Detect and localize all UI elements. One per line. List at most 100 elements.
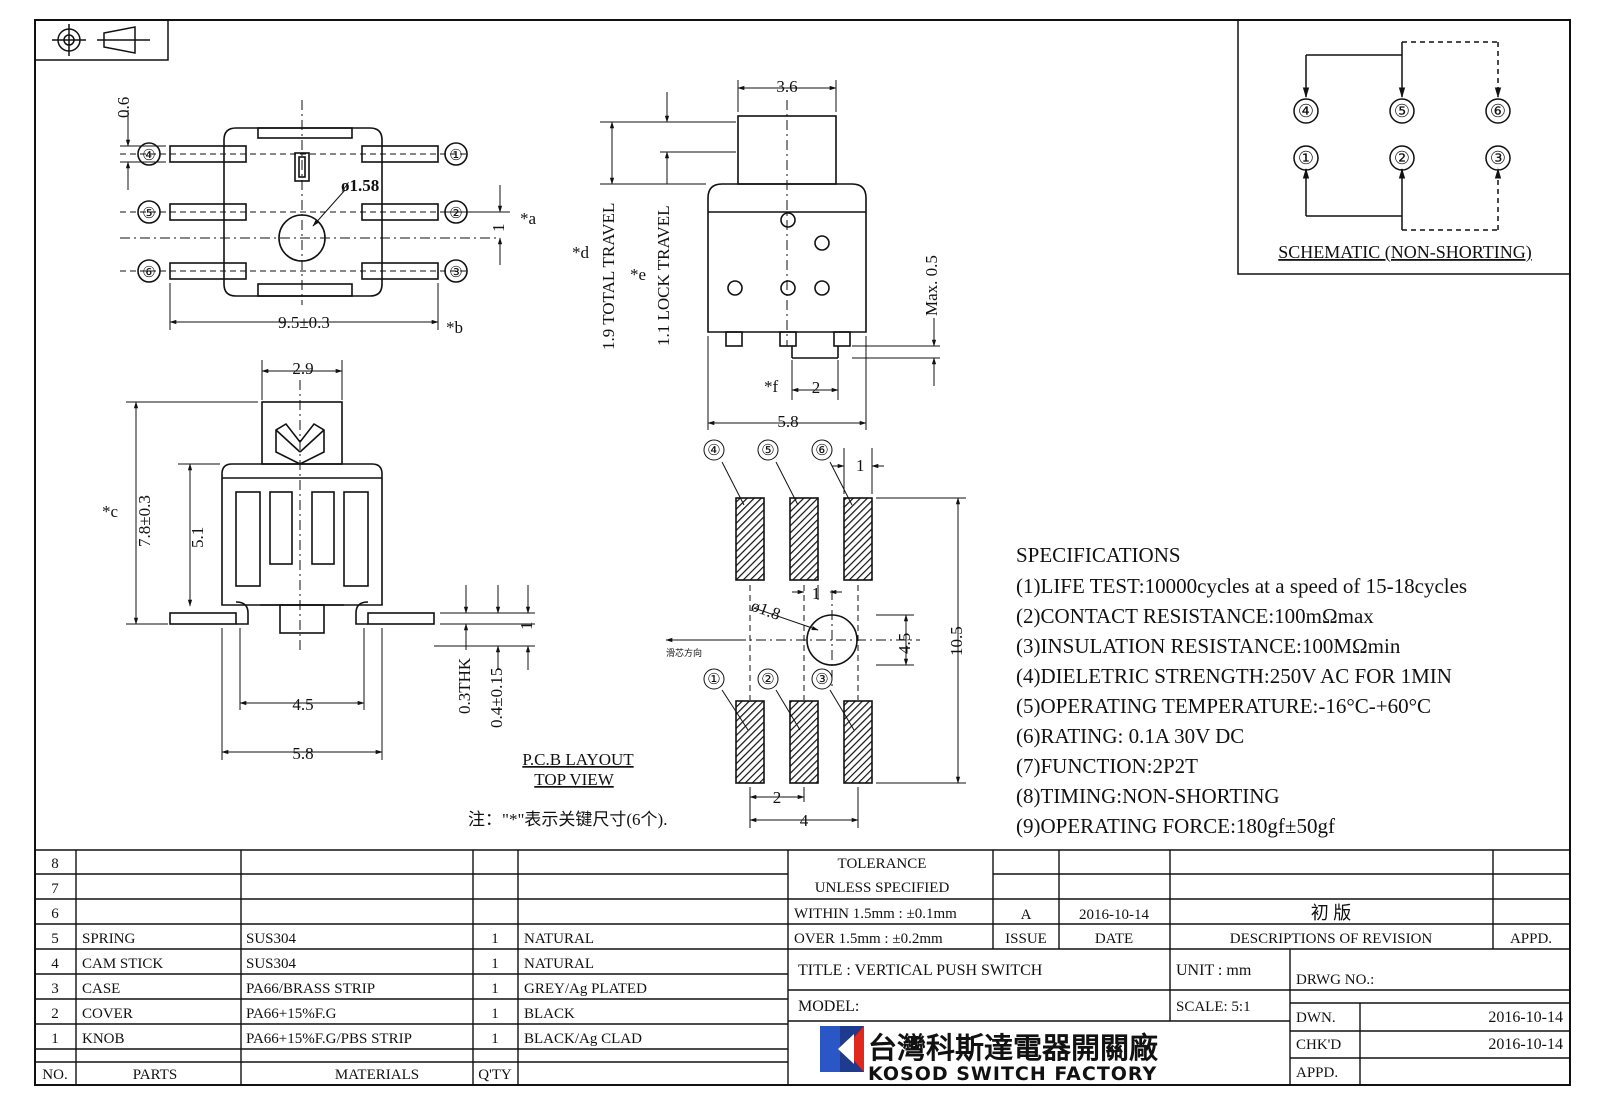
key-dimension-note: 注："*"表示关键尺寸(6个). bbox=[468, 810, 667, 829]
bom-row-material: PA66/BRASS STRIP bbox=[246, 981, 375, 997]
bom-row-material: PA66+15%F.G/PBS STRIP bbox=[246, 1031, 412, 1047]
drawing-number-label: DRWG NO.: bbox=[1296, 972, 1374, 988]
bom-row-no: 5 bbox=[51, 931, 59, 947]
spec-item: (9)OPERATING FORCE:180gf±50gf bbox=[1016, 814, 1335, 838]
bom-row-material: PA66+15%F.G bbox=[246, 1006, 337, 1022]
bom-header-parts: PARTS bbox=[133, 1067, 177, 1083]
bom-header-materials: MATERIALS bbox=[335, 1067, 419, 1083]
tolerance-subtitle: UNLESS SPECIFIED bbox=[815, 880, 950, 896]
bom-row-finish: BLACK/Ag CLAD bbox=[524, 1031, 642, 1047]
chkd-label: CHK'D bbox=[1296, 1037, 1341, 1053]
pcb-dim-hole: ø1.8 bbox=[749, 596, 783, 624]
unit: UNIT : mm bbox=[1176, 962, 1252, 979]
dim-1-top: 1 bbox=[489, 224, 508, 233]
bom-row-material: SUS304 bbox=[246, 931, 297, 947]
bom-row-material: SUS304 bbox=[246, 956, 297, 972]
specifications: SPECIFICATIONS (1)LIFE TEST:10000cycles … bbox=[1016, 543, 1467, 838]
revision-issue: A bbox=[1021, 907, 1032, 923]
spec-item: (2)CONTACT RESISTANCE:100mΩmax bbox=[1016, 604, 1374, 628]
bom-row-no: 1 bbox=[51, 1031, 59, 1047]
dim-thk: 0.3THK bbox=[455, 657, 474, 714]
dwn-date: 2016-10-14 bbox=[1488, 1009, 1563, 1026]
dim-3-6: 3.6 bbox=[776, 77, 797, 96]
pin-label: ① bbox=[1298, 148, 1314, 168]
company-name-en: KOSOD SWITCH FACTORY bbox=[868, 1063, 1157, 1085]
pin-label: ① bbox=[449, 148, 462, 164]
dim-0-6: 0.6 bbox=[114, 97, 133, 118]
spec-item: (6)RATING: 0.1A 30V DC bbox=[1016, 724, 1244, 748]
bom-row-qty: 1 bbox=[491, 931, 499, 947]
bom-row-qty: 1 bbox=[491, 1031, 499, 1047]
pcb-dim-4-5: 4.5 bbox=[895, 633, 914, 654]
dwn-label: DWN. bbox=[1296, 1010, 1336, 1026]
tolerance-block: TOLERANCE UNLESS SPECIFIED WITHIN 1.5mm … bbox=[794, 856, 957, 947]
dim-5-1: 5.1 bbox=[188, 527, 207, 548]
bom-row-qty: 1 bbox=[491, 981, 499, 997]
pcb-dim-4: 4 bbox=[800, 811, 809, 830]
top-view bbox=[120, 100, 510, 330]
bom-row-no: 4 bbox=[51, 956, 59, 972]
pin-label: ⑥ bbox=[142, 265, 155, 281]
drawing-title: TITLE : VERTICAL PUSH SWITCH bbox=[798, 962, 1043, 979]
pcb-dim-1-mid: 1 bbox=[812, 584, 821, 603]
bom-row-no: 2 bbox=[51, 1006, 59, 1022]
pcb-dim-1-top: 1 bbox=[856, 456, 865, 475]
pin-label: ④ bbox=[142, 148, 155, 164]
pin-label: ⑤ bbox=[1394, 101, 1410, 121]
tolerance-over: OVER 1.5mm : ±0.2mm bbox=[794, 931, 943, 947]
appd-label: APPD. bbox=[1296, 1065, 1338, 1081]
pin-label: ④ bbox=[707, 443, 720, 459]
mark-f: *f bbox=[764, 377, 779, 396]
pcb-layout-title: P.C.B LAYOUT bbox=[522, 750, 634, 769]
sheet-border bbox=[34, 19, 1571, 1086]
dim-5-8-side: 5.8 bbox=[777, 412, 798, 431]
revision-header-issue: ISSUE bbox=[1005, 931, 1047, 947]
pin-label: ⑤ bbox=[142, 206, 155, 222]
bom-row-no: 6 bbox=[51, 906, 59, 922]
bill-of-materials: 8 7 6 5 SPRING SUS304 1 NATURAL 4 CAM ST… bbox=[42, 856, 647, 1083]
pcb-layout-subtitle: TOP VIEW bbox=[534, 770, 614, 789]
pcb-dim-10-5: 10.5 bbox=[947, 626, 966, 656]
bom-row-part: KNOB bbox=[82, 1031, 125, 1047]
pin-label: ⑥ bbox=[1490, 101, 1506, 121]
dim-4-5-front: 4.5 bbox=[292, 695, 313, 714]
dim-2-side: 2 bbox=[812, 378, 821, 397]
revision-description: 初 版 bbox=[1311, 903, 1352, 923]
pcb-layout bbox=[665, 439, 966, 828]
dim-height: 7.8±0.3 bbox=[135, 495, 154, 547]
revision-block: A 2016-10-14 初 版 ISSUE DATE DESCRIPTIONS… bbox=[1005, 903, 1552, 947]
chkd-date: 2016-10-14 bbox=[1488, 1036, 1563, 1053]
mark-c: *c bbox=[102, 502, 119, 521]
bom-row-finish: GREY/Ag PLATED bbox=[524, 981, 647, 997]
projection-symbol-icon bbox=[34, 19, 169, 61]
bom-row-finish: NATURAL bbox=[524, 956, 594, 972]
slide-direction-label: 滑芯方向 bbox=[666, 647, 702, 658]
pin-label: ② bbox=[761, 672, 774, 688]
schematic-title: SCHEMATIC (NON-SHORTING) bbox=[1278, 242, 1531, 263]
lock-travel: 1.1 LOCK TRAVEL bbox=[654, 205, 673, 346]
total-travel: 1.9 TOTAL TRAVEL bbox=[599, 203, 618, 350]
mark-b: *b bbox=[446, 318, 463, 337]
dim-width-top: 9.5±0.3 bbox=[278, 313, 330, 332]
pin-label: ② bbox=[449, 206, 462, 222]
bom-row-part: CASE bbox=[82, 981, 120, 997]
tolerance-title: TOLERANCE bbox=[838, 856, 927, 872]
bom-row-qty: 1 bbox=[491, 956, 499, 972]
mark-e: *e bbox=[630, 265, 646, 284]
title-block: TITLE : VERTICAL PUSH SWITCH UNIT : mm D… bbox=[798, 962, 1563, 1081]
spec-item: (7)FUNCTION:2P2T bbox=[1016, 754, 1198, 778]
revision-header-appd: APPD. bbox=[1510, 931, 1552, 947]
bom-row-qty: 1 bbox=[491, 1006, 499, 1022]
mark-a: *a bbox=[520, 209, 537, 228]
dim-hole-top: ø1.58 bbox=[341, 176, 379, 195]
spec-item: (3)INSULATION RESISTANCE:100MΩmin bbox=[1016, 634, 1401, 658]
bom-header-no: NO. bbox=[42, 1067, 67, 1083]
dim-2-9: 2.9 bbox=[292, 359, 313, 378]
model-label: MODEL: bbox=[798, 998, 859, 1015]
scale: SCALE: 5:1 bbox=[1176, 999, 1251, 1015]
dim-0-4: 0.4±0.15 bbox=[487, 668, 506, 728]
pin-label: ⑥ bbox=[815, 443, 828, 459]
side-view bbox=[600, 80, 940, 430]
schematic bbox=[1237, 19, 1571, 275]
